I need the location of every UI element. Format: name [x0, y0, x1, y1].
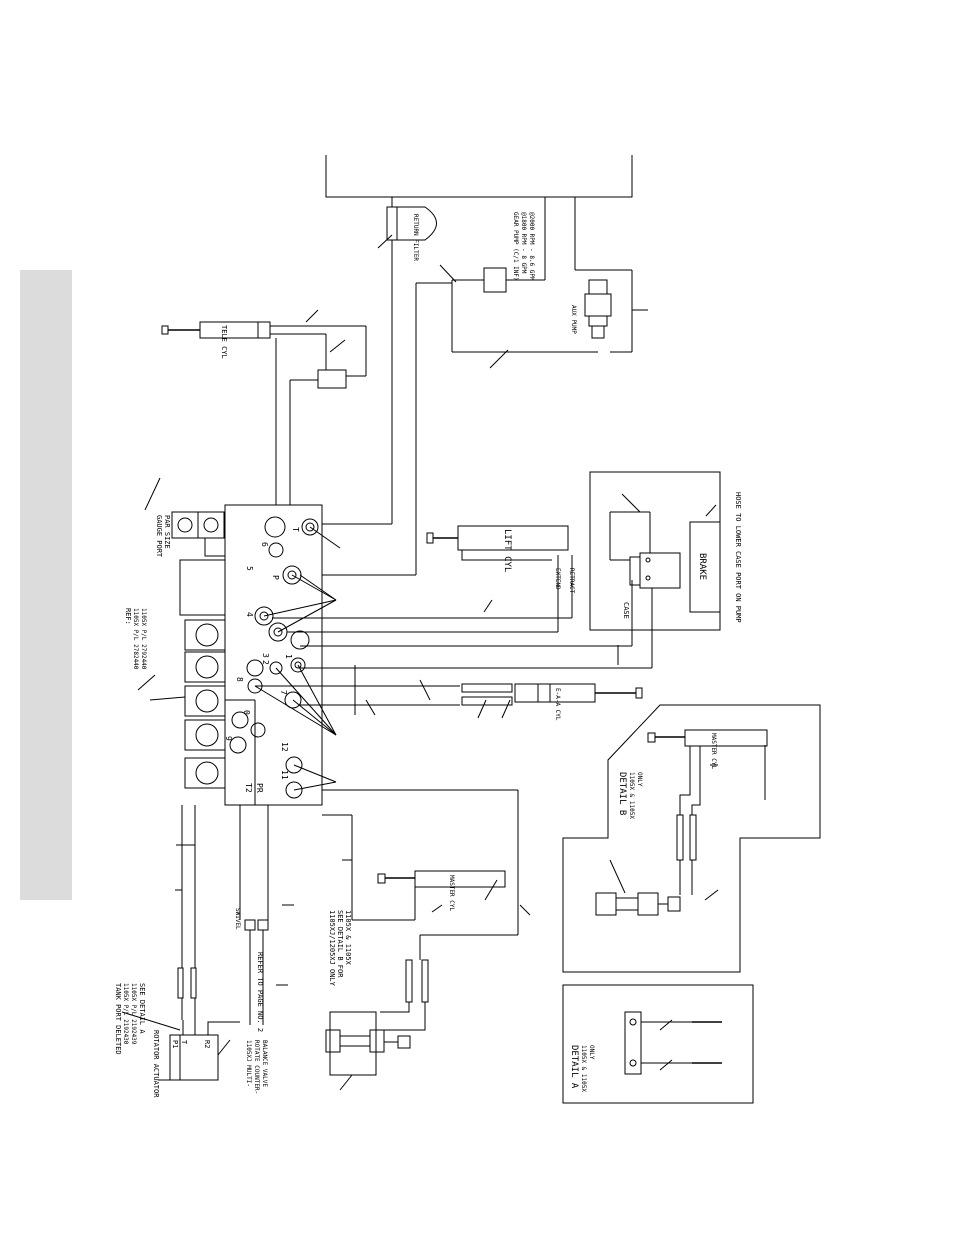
aux-pump-label: AUX PUMP — [570, 305, 577, 334]
rotate-valve-line-3: BALANCE VALVE — [261, 1040, 268, 1087]
rotator-actuator-label: ROTATOR ACTUATOR — [152, 1030, 160, 1098]
rotate-valve-line-2: ROTATE COUNTER- — [253, 1040, 260, 1094]
detail-a-sub-2: ONLY — [588, 1045, 595, 1060]
tank-port-line-1: TANK PORT DELETED — [114, 983, 122, 1055]
detail-a-title: DETAIL A — [569, 1045, 579, 1089]
gear-pump-line-3: @2000 RPM - 8.6 GPM — [528, 212, 535, 281]
detail-b-master-cyl-label: MASTER CYL — [710, 733, 717, 770]
lift-cylinder: LIFT CYL EXTEND RETRACT — [272, 525, 575, 633]
detail-a-sub-1: 1105X & 1105X — [580, 1045, 587, 1092]
tele-cylinder: TELE CYL — [161, 309, 367, 510]
gauge-port-line-1: GAUGE PORT — [155, 515, 163, 558]
side-tab-shade — [20, 270, 72, 900]
lift-cyl-label: LIFT CYL — [502, 529, 512, 572]
port-label-3: 3 — [261, 653, 270, 658]
detail-a-box: DETAIL A 1105X & 1105X ONLY — [562, 984, 754, 1104]
port-label-1: 1 — [284, 654, 293, 659]
refer-page-label: REFER TO PAGE NO. 2 — [256, 952, 264, 1032]
master-cyl-main-label: MASTER CYL — [448, 875, 455, 912]
eaa-cylinder: E-A-A CYL — [255, 665, 643, 721]
gear-pump: GEAR PUMP (C/1 INF) @1800 RPM - 8 GPM @2… — [292, 197, 598, 576]
port-label-pr: PR — [255, 783, 264, 793]
port-label-p: P — [271, 575, 280, 580]
ref-line-3: 1105X P/L 2792440 — [140, 608, 147, 670]
detail-b-title: DETAIL B — [617, 772, 627, 815]
master-cylinder-main: MASTER CYL 1105XJ/1205XJ ONLY SEE DETAIL… — [322, 789, 531, 1091]
gear-pump-line-1: GEAR PUMP (C/1 INF) — [512, 212, 519, 281]
port-label-2: 2 — [261, 660, 270, 665]
brake-assembly: BRAKE CASE HOSE TO LOWER CASE PORT ON PU… — [300, 471, 742, 669]
swivel-label: SWIVEL — [234, 908, 241, 930]
hose-note: HOSE TO LOWER CASE PORT ON PUMP — [734, 492, 742, 623]
aux-pump: AUX PUMP — [570, 197, 648, 353]
port-label-11: 11 — [280, 770, 289, 780]
brake-label: BRAKE — [697, 553, 707, 580]
rotate-valve-line-1: 1105XJ MULTI- — [245, 1040, 252, 1087]
note-1105xj-line-1: 1105XJ/1205XJ ONLY — [328, 910, 336, 987]
return-filter: RETURN FILTER — [320, 197, 437, 525]
port-label-t: T — [291, 527, 300, 532]
tank-port-line-4: SEE DETAIL A — [138, 983, 146, 1034]
tank-port-line-3: 1105X P/L 2192439 — [130, 983, 137, 1045]
port-label-9: 9 — [224, 736, 233, 741]
port-label-6: 6 — [260, 542, 269, 547]
block-label-t: T — [180, 1040, 188, 1045]
port-label-12: 12 — [280, 742, 289, 752]
note-1105xj-line-2: SEE DETAIL B FOR — [336, 910, 344, 978]
block-label-r2: R2 — [203, 1040, 211, 1048]
tank-port-line-2: 1105X P/L 2192430 — [122, 983, 129, 1045]
detail-b-sub-2: ONLY — [636, 772, 643, 787]
detail-b-box: MASTER CYL DETAIL B 1105X & 1105X ONLY — [562, 704, 821, 973]
hydraulic-tank — [325, 155, 633, 198]
gear-pump-line-2: @1800 RPM - 8 GPM — [520, 212, 527, 274]
eaa-cyl-label: E-A-A CYL — [554, 688, 561, 721]
swivel-and-rotator: SWIVEL REFER TO PAGE NO. 2 T R2 P1 TANK … — [114, 805, 294, 1098]
port-label-0: 0 — [242, 710, 251, 715]
note-1105xj-line-3: 1105X & 1105X — [344, 910, 352, 966]
tele-cyl-label: TELE CYL — [220, 325, 228, 359]
port-label-5: 5 — [245, 566, 254, 571]
port-label-7: 7 — [279, 690, 288, 695]
port-label-4: 4 — [245, 612, 254, 617]
solenoid-coils: GAUGE PORT PAR SIZE REF: 1105X P/L 27824… — [124, 477, 226, 789]
ref-line-1: REF: — [124, 608, 132, 625]
main-valve-block: 5 6 P T 4 3 2 1 8 7 0 9 12 11 T2 PR — [224, 504, 341, 806]
port-label-t2: T2 — [244, 783, 253, 793]
return-filter-label: RETURN FILTER — [412, 214, 419, 261]
case-label: CASE — [622, 602, 630, 619]
detail-b-sub-1: 1105X & 1105X — [628, 772, 635, 819]
ref-line-2: 1105X P/L 2782440 — [132, 608, 139, 670]
block-label-p1: P1 — [171, 1040, 179, 1048]
gauge-port-line-2: PAR SIZE — [163, 515, 171, 549]
port-label-8: 8 — [235, 677, 244, 682]
